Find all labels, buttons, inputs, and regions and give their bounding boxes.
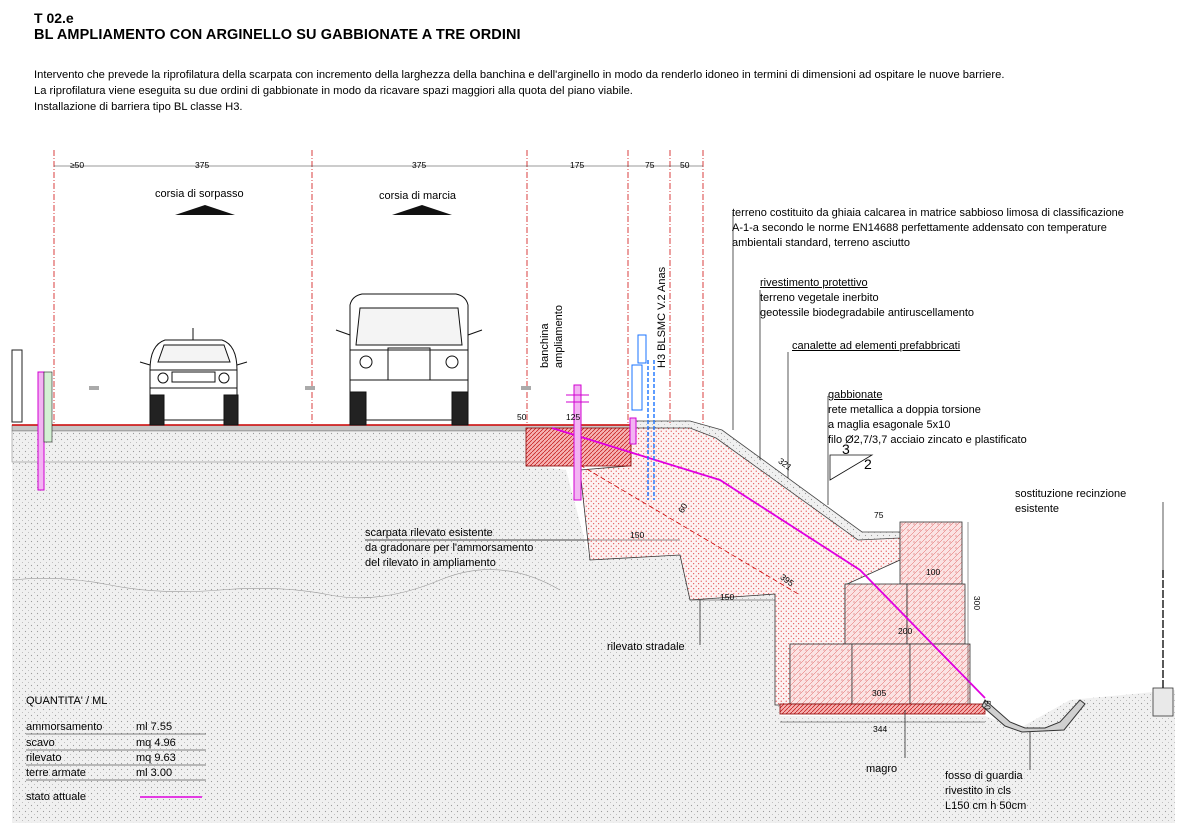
existing-ground	[12, 462, 1175, 823]
description-line-2: La riprofilatura viene eseguita su due o…	[34, 85, 633, 97]
callout-gabbionate: gabbionate rete metallica a doppia torsi…	[828, 389, 1027, 446]
gabion-tier-bottom	[789, 643, 971, 705]
callout-recinzione: sostituzione recinzione esistente	[1015, 488, 1127, 515]
callout-fosso: fosso di guardia rivestito in cls L150 c…	[945, 770, 1027, 812]
dim-344: 344	[873, 724, 888, 734]
lean-concrete-base	[779, 703, 986, 715]
van-front-view	[335, 293, 483, 426]
dim-left-shoulder: ≥50	[70, 160, 85, 170]
slope-ratio-vertical: 3	[842, 441, 850, 457]
dim-305: 305	[872, 688, 887, 698]
callout-magro: magro	[866, 763, 898, 775]
lane-axis-lines	[53, 150, 704, 425]
dim-75: 75	[874, 510, 884, 520]
quantity-table-lines	[26, 733, 206, 781]
dim-150-b: 150	[720, 592, 735, 602]
banchina-label: banchina ampliamento	[539, 305, 565, 368]
callout-rilevato: rilevato stradale	[607, 641, 685, 653]
callout-rivestimento: rivestimento protettivo terreno vegetale…	[760, 277, 975, 319]
car-front-view	[139, 328, 248, 426]
banchina-post	[566, 384, 589, 501]
existing-state-line	[551, 427, 986, 699]
dim-50-base: 50	[982, 700, 993, 710]
barrier-label: H3 BLSMC V.2 Anas	[656, 266, 668, 368]
callout-canalette: canalette ad elementi prefabbricati	[792, 340, 961, 352]
dim-lane-2: 375	[412, 160, 427, 170]
driving-arrow	[392, 205, 452, 215]
drawing-title: BL AMPLIAMENTO CON ARGINELLO SU GABBIONA…	[34, 27, 521, 43]
dim-edge: 50	[680, 160, 690, 170]
slope-triangle	[829, 454, 874, 481]
callout-scarpata: scarpata rilevato esistente da gradonare…	[365, 527, 534, 569]
description-line-1: Intervento che prevede la riprofilatura …	[34, 69, 1005, 81]
drawing-code: T 02.e	[34, 10, 74, 26]
left-median-barrier	[11, 349, 53, 491]
h3-barrier	[629, 334, 655, 500]
slope-ratio-horizontal: 2	[864, 456, 872, 472]
dim-300-vertical: 300	[972, 595, 983, 611]
dim-200: 200	[898, 626, 913, 636]
callout-terreno: terreno costituito da ghiaia calcarea in…	[732, 207, 1124, 249]
dim-100: 100	[926, 567, 941, 577]
description-line-3: Installazione di barriera tipo BL classe…	[34, 101, 243, 113]
gabion-tier-top	[899, 521, 963, 585]
guard-ditch	[981, 699, 1086, 733]
fence-footing	[1152, 687, 1174, 717]
lane-overtaking-label: corsia di sorpasso	[155, 188, 244, 200]
existing-slope-dashed	[579, 464, 801, 596]
legend-existing-state: stato attuale	[26, 791, 86, 803]
dim-125: 125	[566, 412, 581, 422]
callout-leaders	[365, 212, 1164, 770]
dim-banchina: 175	[570, 160, 585, 170]
road-base	[11, 430, 528, 463]
dim-lane-1: 375	[195, 160, 210, 170]
dim-150-a: 150	[630, 530, 645, 540]
quantities-title: QUANTITA' / ML	[26, 695, 108, 707]
lane-driving-label: corsia di marcia	[379, 190, 457, 202]
ground-profile-line	[11, 569, 561, 599]
dim-50: 50	[517, 412, 527, 422]
dim-arginello: 75	[645, 160, 655, 170]
overtaking-arrow	[175, 205, 235, 215]
